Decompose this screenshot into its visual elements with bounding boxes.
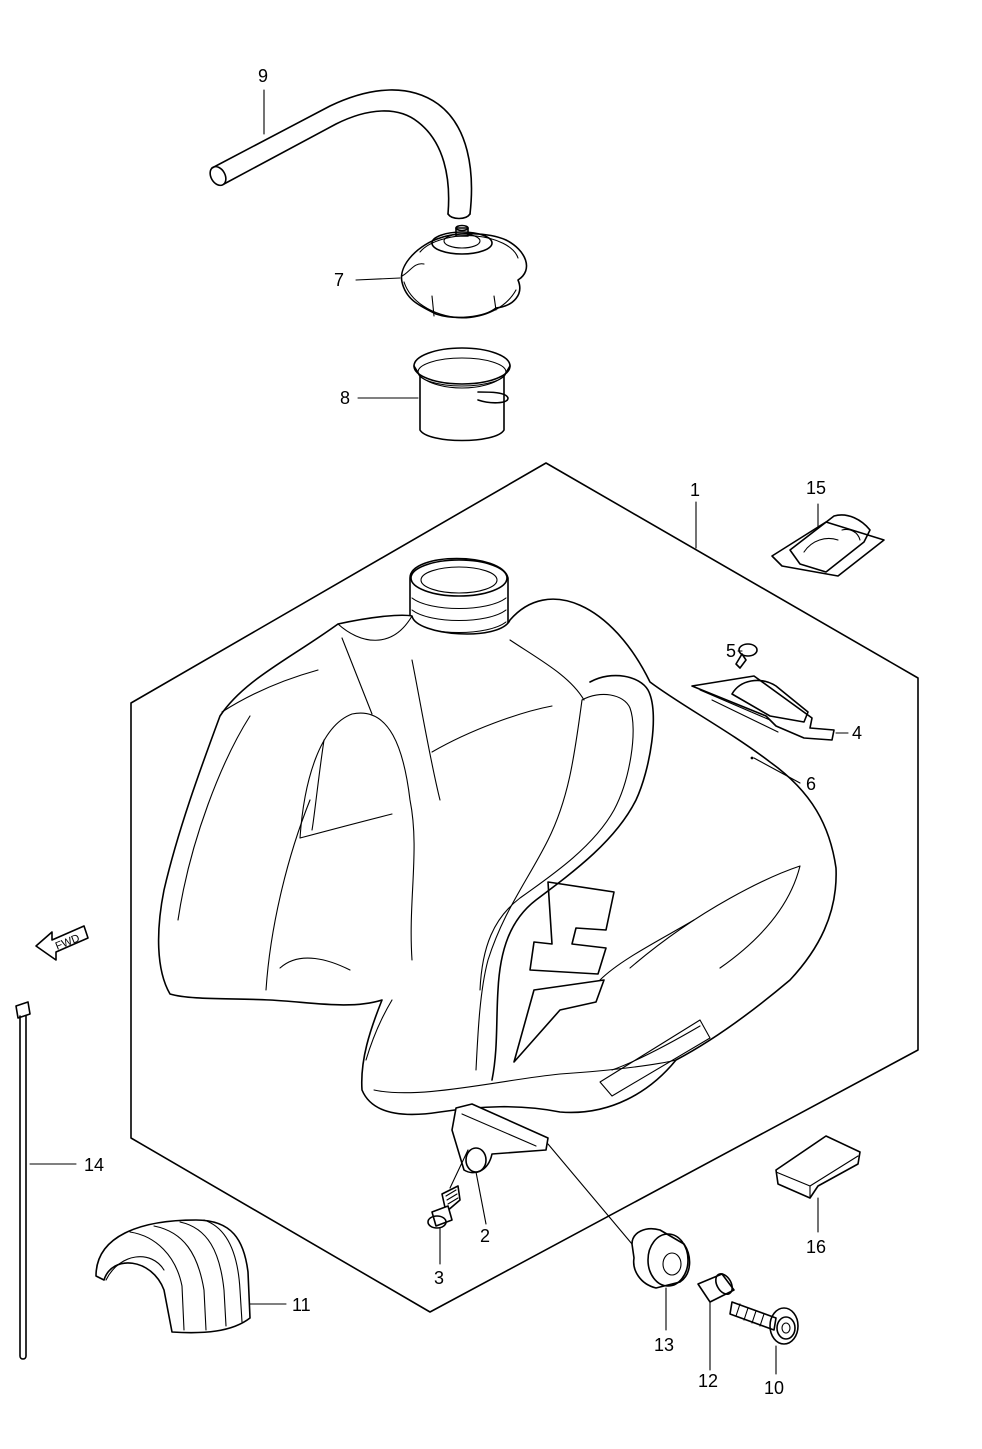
leader-lines: [29, 89, 849, 1375]
forward-arrow-icon: [35, 925, 89, 961]
part-13-grommet: [631, 1228, 691, 1289]
part-7-fuel-cap: [400, 224, 528, 319]
callout-10: 10: [764, 1378, 784, 1398]
callout-11: 11: [292, 1295, 311, 1315]
part-4-bracket: [691, 675, 835, 741]
part-9-breather-hose: [209, 89, 473, 220]
part-1-fuel-tank: [157, 557, 837, 1116]
callout-7: 7: [334, 270, 344, 290]
callout-12: 12: [698, 1371, 718, 1391]
callout-9: 9: [258, 66, 268, 86]
callout-16: 16: [806, 1237, 826, 1257]
part-3-bolt: [427, 1149, 469, 1229]
part-16-clamp: [775, 1135, 861, 1199]
part-10-bolt: [729, 1301, 799, 1345]
part-1-assembly-outline: [130, 462, 919, 1313]
callout-6: 6: [806, 774, 816, 794]
forward-direction-marker: FWD: [35, 925, 89, 961]
callout-13: 13: [654, 1335, 674, 1355]
fwd-label: FWD: [54, 932, 82, 953]
part-2-mounting-bracket: [451, 1103, 549, 1174]
callout-5: 5: [726, 641, 736, 661]
callout-15: 15: [806, 478, 826, 498]
part-12-collar: [697, 1273, 735, 1303]
part-8-filler-ring: [413, 347, 511, 442]
callout-1: 1: [690, 480, 700, 500]
part-14-cable-tie: [15, 1001, 31, 1360]
callout-2: 2: [480, 1226, 490, 1246]
callout-4: 4: [852, 723, 862, 743]
part-15-clip: [771, 514, 885, 577]
part-11-cushion: [95, 1219, 251, 1334]
callout-3: 3: [434, 1268, 444, 1288]
part-5-screw: [735, 643, 758, 669]
part-6-decal-marker: [750, 756, 754, 760]
callout-8: 8: [340, 388, 350, 408]
callout-14: 14: [84, 1155, 104, 1175]
